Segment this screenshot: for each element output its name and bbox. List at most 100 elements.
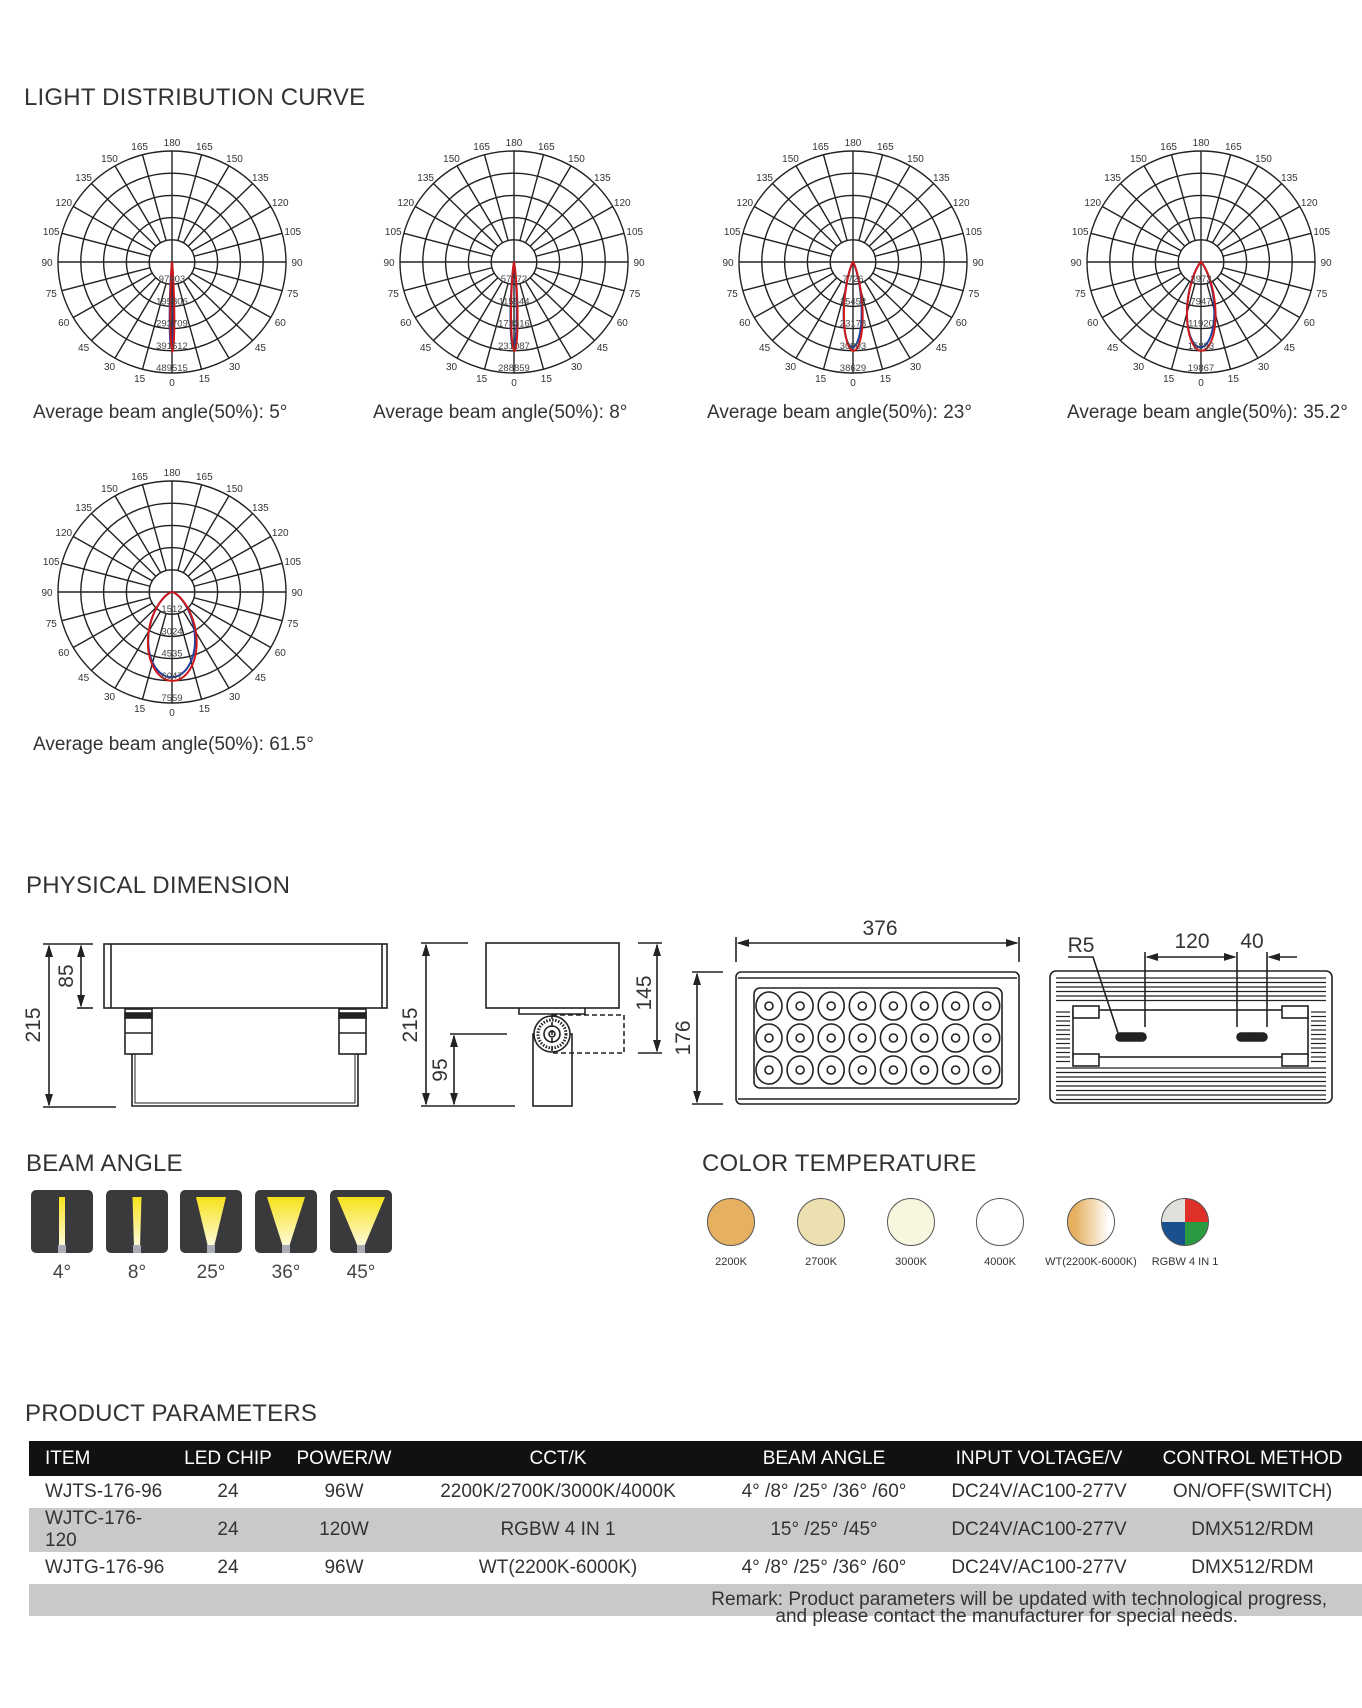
- polar-spoke: [1119, 277, 1186, 341]
- angle-tick-label: 180: [506, 138, 523, 149]
- angle-tick-label: 60: [739, 318, 751, 329]
- angle-tick-label: 60: [58, 318, 70, 329]
- polar-spoke: [771, 183, 838, 247]
- angle-tick-label: 45: [78, 343, 90, 354]
- led-chip: [795, 1065, 805, 1075]
- polar-spoke: [191, 535, 272, 582]
- polar-spoke: [1143, 165, 1191, 244]
- light-beam-icon: [132, 1197, 142, 1247]
- polar-spoke: [795, 165, 843, 244]
- polar-spoke: [872, 205, 953, 252]
- polar-spoke: [114, 495, 162, 574]
- angle-tick-label: 30: [1133, 362, 1145, 373]
- polar-spoke: [529, 277, 596, 341]
- angle-tick-label: 30: [571, 362, 583, 373]
- polar-spoke: [72, 535, 153, 582]
- polar-spoke: [191, 205, 272, 252]
- polar-spoke: [191, 602, 272, 649]
- angle-tick-label: 165: [1160, 142, 1177, 153]
- remark-line-1: Remark: Product parameters will be updat…: [29, 1584, 1362, 1616]
- angle-tick-label: 30: [1258, 362, 1270, 373]
- dim-slot-length: 40: [1240, 930, 1263, 953]
- angle-tick-label: 30: [229, 692, 241, 703]
- color-temp-label: 3000K: [895, 1256, 927, 1268]
- ring-value-label: 231087: [498, 341, 530, 352]
- table-cell: WT(2200K-6000K): [478, 1557, 638, 1578]
- color-swatch: [887, 1198, 935, 1246]
- angle-tick-label: 75: [1075, 289, 1087, 300]
- polar-spoke: [1220, 205, 1301, 252]
- polar-spoke: [114, 165, 162, 244]
- angle-tick-label: 15: [1163, 374, 1175, 385]
- led-chip: [795, 1001, 805, 1011]
- table-cell: WJTC-176-120: [29, 1508, 171, 1552]
- polar-spoke: [742, 267, 832, 292]
- ring-value-label: 115544: [499, 296, 530, 307]
- angle-tick-label: 30: [229, 362, 241, 373]
- polar-spoke: [529, 183, 596, 247]
- ring-value-label: 19867: [1188, 363, 1214, 374]
- angle-tick-label: 135: [252, 503, 269, 514]
- angle-tick-label: 60: [275, 318, 287, 329]
- angle-tick-label: 60: [617, 318, 629, 329]
- polar-spoke: [432, 183, 499, 247]
- angle-tick-label: 90: [633, 258, 645, 269]
- remark-line-2: and please contact the manufacturer for …: [775, 1606, 1238, 1627]
- polar-spoke: [771, 277, 838, 341]
- angle-tick-label: 30: [104, 362, 116, 373]
- ring-value-label: 57772: [501, 274, 527, 285]
- color-temp-label: WT(2200K-6000K): [1045, 1256, 1137, 1268]
- polar-spoke: [1101, 205, 1182, 252]
- polar-spoke: [1216, 277, 1283, 341]
- polar-spoke: [187, 607, 254, 671]
- table-cell: DC24V/AC100-277V: [951, 1557, 1127, 1578]
- angle-tick-label: 75: [968, 289, 980, 300]
- led-lens: [972, 1023, 1001, 1053]
- polar-spoke: [182, 165, 230, 244]
- dim-depth: 176: [672, 1020, 695, 1055]
- color-swatch: [1161, 1198, 1209, 1246]
- polar-spoke: [114, 280, 162, 359]
- angle-tick-label: 135: [756, 173, 773, 184]
- angle-tick-label: 90: [1070, 258, 1082, 269]
- polar-spoke: [519, 283, 545, 370]
- angle-tick-label: 90: [291, 588, 303, 599]
- angle-tick-label: 45: [936, 343, 948, 354]
- table-cell: WJTS-176-96: [45, 1481, 163, 1502]
- polar-spoke: [90, 513, 157, 577]
- polar-spoke: [753, 205, 834, 252]
- beam-angle-caption: Average beam angle(50%): 8°: [373, 402, 628, 423]
- polar-spoke: [1206, 154, 1232, 241]
- polar-spoke: [1216, 183, 1283, 247]
- table-cell: WJTG-176-96: [45, 1557, 165, 1578]
- angle-tick-label: 150: [226, 484, 243, 495]
- angle-tick-label: 45: [597, 343, 609, 354]
- polar-spoke: [187, 183, 254, 247]
- polar-spoke: [187, 513, 254, 577]
- polar-spoke: [182, 610, 230, 689]
- polar-spoke: [1119, 183, 1186, 247]
- angle-tick-label: 165: [131, 142, 148, 153]
- ring-value-label: 11920: [1188, 319, 1214, 330]
- angle-tick-label: 120: [272, 198, 289, 209]
- beam-icon-4: [330, 1190, 392, 1253]
- angle-tick-label: 120: [397, 198, 414, 209]
- polar-spoke: [822, 154, 848, 241]
- angle-tick-label: 150: [1130, 154, 1147, 165]
- led-lens: [817, 1055, 846, 1085]
- polar-spoke: [868, 183, 935, 247]
- led-lens: [848, 1023, 877, 1053]
- angle-tick-label: 90: [1320, 258, 1332, 269]
- dim-radius: R5: [1068, 934, 1095, 957]
- angle-tick-label: 180: [845, 138, 862, 149]
- angle-tick-label: 15: [134, 374, 146, 385]
- angle-tick-label: 105: [965, 227, 982, 238]
- polar-spoke: [863, 280, 911, 359]
- angle-tick-label: 120: [953, 198, 970, 209]
- polar-spoke: [432, 277, 499, 341]
- col-item: ITEM: [29, 1441, 171, 1476]
